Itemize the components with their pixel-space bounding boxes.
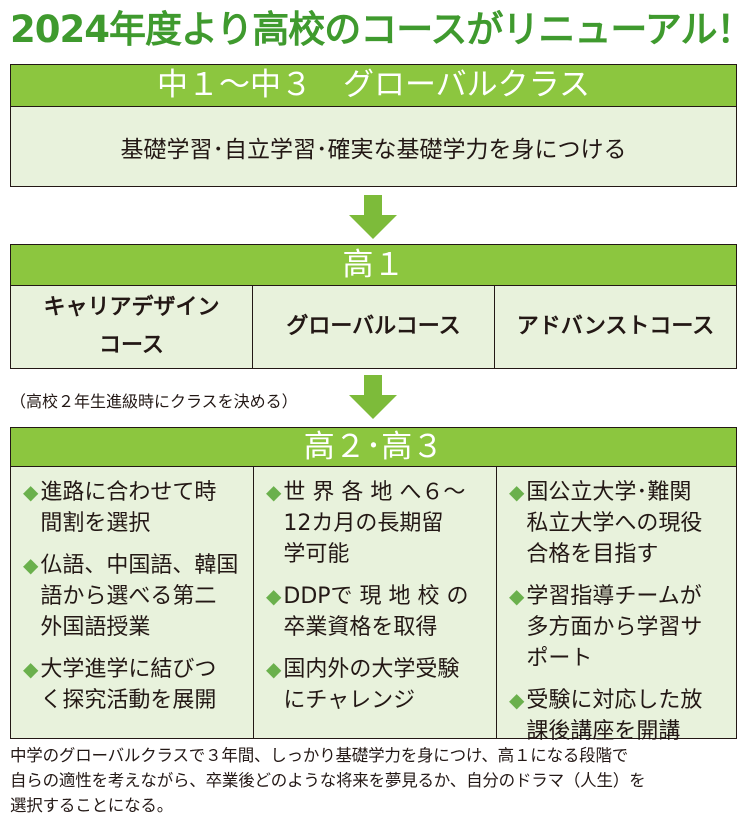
footer-text: 中学のグローバルクラスで３年間、しっかり基礎学力を身につけ、高１になる段階で 自… — [10, 746, 646, 815]
list-item: ◆進路に合わせて時 間割を選択 — [23, 477, 253, 539]
column-1: ◆進路に合わせて時 間割を選択 ◆仏語、中国語、韓国 語から選べる第二 外国語授… — [11, 467, 254, 738]
diamond-icon: ◆ — [509, 688, 525, 712]
diamond-icon: ◆ — [266, 657, 282, 681]
down-arrow-icon — [349, 195, 397, 239]
section2-panel: キャリアデザイン コース グローバルコース アドバンストコース — [10, 286, 737, 369]
section1-panel: 基礎学習･自立学習･確実な基礎学力を身につける — [10, 107, 737, 187]
diamond-icon: ◆ — [509, 584, 525, 608]
diamond-icon: ◆ — [23, 553, 39, 577]
column-3: ◆国公立大学･難関 私立大学への現役 合格を目指す ◆学習指導チームが 多方面か… — [497, 467, 736, 744]
list-item: ◆世 界 各 地 へ６～ 12カ月の長期留 学可能 — [266, 477, 496, 570]
section3-header: 高２･高３ — [10, 427, 737, 467]
list-item: ◆受験に対応した放 課後講座を開講 — [509, 685, 736, 747]
class-decision-note: （高校２年生進級時にクラスを決める） — [10, 392, 298, 411]
diamond-icon: ◆ — [509, 480, 525, 504]
page-title: 2024年度より高校のコースがリニューアル！ — [10, 8, 747, 51]
list-item: ◆国内外の大学受験 にチャレンジ — [266, 654, 496, 716]
diamond-icon: ◆ — [23, 480, 39, 504]
section1-body: 基礎学習･自立学習･確実な基礎学力を身につける — [120, 136, 627, 163]
diamond-icon: ◆ — [266, 584, 282, 608]
down-arrow-icon — [349, 375, 397, 419]
list-item: ◆仏語、中国語、韓国 語から選べる第二 外国語授業 — [23, 550, 253, 643]
course-career-design: キャリアデザイン コース — [11, 286, 253, 368]
course-global: グローバルコース — [253, 286, 495, 368]
section3-panel: ◆進路に合わせて時 間割を選択 ◆仏語、中国語、韓国 語から選べる第二 外国語授… — [10, 467, 737, 744]
column-2: ◆世 界 各 地 へ６～ 12カ月の長期留 学可能 ◆DDPで 現 地 校 の … — [254, 467, 497, 738]
diamond-icon: ◆ — [23, 657, 39, 681]
section2-header: 高１ — [10, 244, 737, 286]
list-item: ◆国公立大学･難関 私立大学への現役 合格を目指す — [509, 477, 736, 570]
diamond-icon: ◆ — [266, 480, 282, 504]
course-advanced: アドバンストコース — [516, 314, 715, 339]
list-item: ◆学習指導チームが 多方面から学習サ ポート — [509, 581, 736, 674]
section1-header: 中１～中３ グローバルクラス — [10, 64, 737, 107]
list-item: ◆大学進学に結びつ く探究活動を展開 — [23, 654, 253, 716]
list-item: ◆DDPで 現 地 校 の 卒業資格を取得 — [266, 581, 496, 643]
